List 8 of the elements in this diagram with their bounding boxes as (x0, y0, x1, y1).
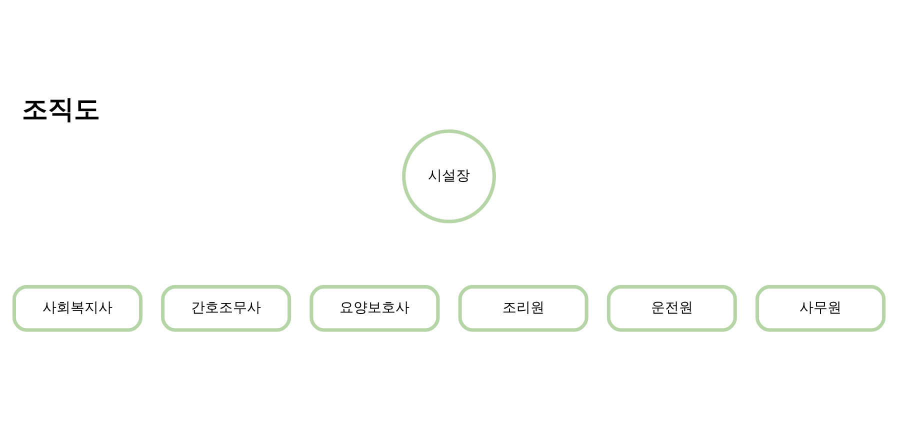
node-box: 사회복지사 (12, 284, 142, 332)
node-box: 운전원 (606, 284, 736, 332)
node-box: 간호조무사 (160, 284, 291, 332)
diagram-title: 조직도 (22, 94, 100, 124)
node-box: 사무원 (755, 284, 886, 332)
node-box: 요양보호사 (309, 284, 440, 332)
node-box: 조리원 (458, 284, 588, 332)
node-circle: 시설장 (402, 128, 496, 223)
